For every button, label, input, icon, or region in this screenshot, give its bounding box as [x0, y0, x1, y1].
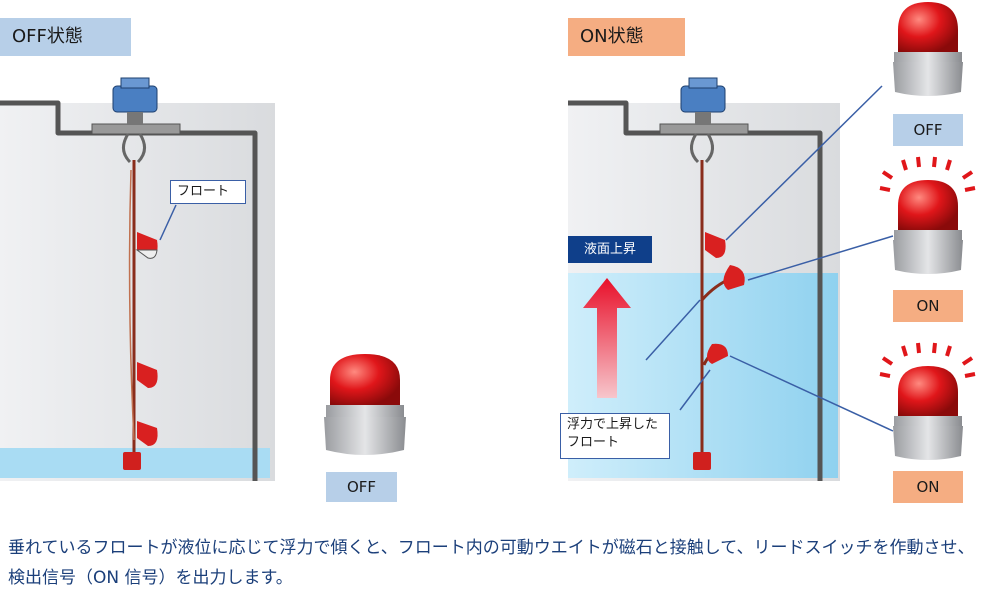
- up-arrow-icon: [583, 278, 631, 398]
- callout-lines: [645, 85, 894, 432]
- off-state-tag: OFF状態: [0, 18, 131, 56]
- float-icon: [123, 232, 158, 470]
- rotating-warning-lamp-icon: [324, 354, 406, 455]
- lamp-right-top-label: OFF: [893, 114, 963, 146]
- lamp-on-mid: [879, 156, 976, 274]
- tank-off: [0, 77, 275, 481]
- buoyancy-callout: 浮力で上昇したフロート: [560, 413, 670, 459]
- lamp-right-bottom-label: ON: [893, 471, 963, 503]
- liquid-rise-label: 液面上昇: [568, 236, 652, 263]
- lamp-left-label: OFF: [326, 472, 397, 502]
- lamp-on-bottom: [879, 342, 976, 460]
- lamp-right-mid-label: ON: [893, 290, 963, 322]
- description-caption: 垂れているフロートが液位に応じて浮力で傾くと、フロート内の可動ウエイトが磁石と接…: [8, 538, 975, 588]
- float-callout: フロート: [170, 180, 246, 204]
- lamp-off-top: [893, 2, 963, 96]
- switch-head-icon: [112, 77, 158, 124]
- on-state-tag: ON状態: [568, 18, 685, 56]
